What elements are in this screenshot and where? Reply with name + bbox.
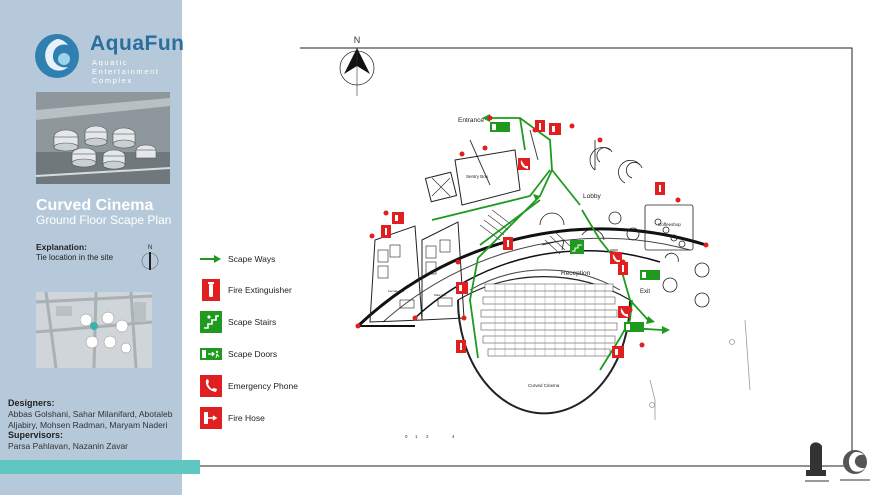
room-label-wc-female: Female WC bbox=[388, 289, 405, 293]
scale-bar: 0 1 2 4 bbox=[405, 434, 455, 439]
scape-door-icon bbox=[640, 270, 660, 280]
explanation-text: Tie location in the site bbox=[36, 253, 114, 262]
aquafun-logo-icon bbox=[34, 33, 80, 79]
brand-subtitle: Aquatic Entertainment Complex bbox=[92, 58, 182, 85]
fire-hose-icon bbox=[200, 407, 222, 429]
legend-item-scape-doors: Scape Doors bbox=[200, 343, 340, 365]
brand-name: AquaFun bbox=[90, 32, 185, 55]
supervisors-list: Parsa Pahlavan, Nazanin Zavar bbox=[8, 441, 129, 451]
fire-extinguisher-icon bbox=[655, 182, 665, 195]
legend-label: Fire Extinguisher bbox=[228, 285, 292, 295]
room-label-lobby: Lobby bbox=[583, 193, 601, 200]
legend-item-scape-ways: Scape Ways bbox=[200, 248, 340, 270]
accent-bar bbox=[0, 460, 200, 474]
supervisors-heading: Supervisors: bbox=[8, 430, 64, 440]
scale-tick: 0 bbox=[405, 434, 408, 439]
legend-label: Scape Ways bbox=[228, 254, 276, 264]
route-arrowheads bbox=[482, 114, 670, 334]
room-label-exit: Exit bbox=[640, 289, 650, 295]
designers-heading: Designers: bbox=[8, 398, 55, 408]
fire-hose-icon bbox=[549, 123, 561, 135]
wall-nodes bbox=[355, 115, 709, 348]
legend-item-fire-extinguisher: Fire Extinguisher bbox=[200, 279, 340, 301]
fire-hose-icon bbox=[612, 346, 624, 358]
site-plan-thumbnail bbox=[36, 292, 152, 368]
cinema-hall bbox=[457, 269, 631, 415]
sentry-box bbox=[424, 149, 521, 206]
fire-hose-icon bbox=[456, 282, 468, 294]
emergency-phone-icon bbox=[518, 158, 530, 170]
floor-plan: N bbox=[200, 0, 880, 495]
fire-extinguisher-icon bbox=[535, 120, 545, 132]
fire-extinguisher-icon bbox=[618, 262, 628, 275]
fire-extinguisher-icon bbox=[200, 279, 222, 301]
aquafun-logo-small-icon bbox=[840, 450, 870, 481]
legend-item-emergency-phone: Emergency Phone bbox=[200, 375, 340, 397]
scape-stairs-icon bbox=[200, 311, 222, 333]
brand-subtitle-line: Complex bbox=[92, 76, 133, 85]
emergency-phone-icon bbox=[610, 252, 622, 264]
north-arrow-icon: N bbox=[339, 35, 375, 96]
room-label-coffeeshop: Coffeeshop bbox=[658, 222, 681, 227]
fire-extinguisher-icon bbox=[456, 340, 466, 353]
scape-stairs-icon bbox=[570, 240, 584, 254]
sidebar-north-arrow-icon: N bbox=[138, 242, 162, 272]
aerial-photo bbox=[36, 92, 170, 184]
legend-label: Fire Hose bbox=[228, 413, 265, 423]
legend-item-scape-stairs: Scape Stairs bbox=[200, 311, 340, 333]
room-label-wc-male: Male WC bbox=[434, 293, 447, 297]
room-label-sentry: Sentry Box bbox=[466, 174, 489, 179]
svg-text:N: N bbox=[148, 245, 152, 251]
fire-extinguisher-icon bbox=[503, 237, 513, 250]
legend-label: Emergency Phone bbox=[228, 381, 298, 391]
explanation-heading: Explanation: bbox=[36, 242, 88, 252]
sheet-subtitle: Ground Floor Scape Plan bbox=[36, 213, 172, 227]
outdoor-markings bbox=[649, 319, 751, 420]
room-label-cinema: Curved Cinema bbox=[528, 383, 560, 388]
sidebar: AquaFun Aquatic Entertainment Complex Cu… bbox=[0, 0, 185, 495]
room-label-entrance: Entrance bbox=[458, 117, 484, 124]
scale-tick: 4 bbox=[452, 434, 455, 439]
emergency-phone-icon bbox=[200, 375, 222, 397]
room-labels: Entrance Sentry Box Lobby Coffeeshop Rec… bbox=[388, 117, 681, 388]
building-walls bbox=[356, 129, 707, 328]
scape-door-icon bbox=[490, 122, 510, 132]
fire-hose-icon bbox=[392, 212, 404, 224]
scale-tick: 2 bbox=[426, 434, 429, 439]
legend-label: Scape Stairs bbox=[228, 317, 277, 327]
scape-door-icon bbox=[624, 322, 644, 332]
emergency-phone-icon bbox=[618, 306, 630, 318]
legend-label: Scape Doors bbox=[228, 349, 278, 359]
scape-way-arrow-icon bbox=[200, 248, 222, 270]
brand-subtitle-line: Entertainment bbox=[92, 67, 160, 76]
north-label: N bbox=[354, 35, 361, 45]
brand-subtitle-line: Aquatic bbox=[92, 58, 129, 67]
scape-door-icon bbox=[200, 343, 222, 365]
legend-item-fire-hose: Fire Hose bbox=[200, 407, 340, 429]
designers-list: Abbas Golshani, Sahar Milanifard, Abotal… bbox=[8, 409, 173, 430]
room-label-reception: Reception bbox=[561, 270, 591, 277]
university-logo-icon bbox=[805, 442, 829, 482]
sheet-title: Curved Cinema bbox=[36, 197, 154, 214]
stair-block bbox=[479, 209, 571, 255]
scale-tick: 1 bbox=[415, 434, 418, 439]
fire-extinguisher-icon bbox=[381, 225, 391, 238]
plan-safety-symbols bbox=[381, 120, 665, 358]
